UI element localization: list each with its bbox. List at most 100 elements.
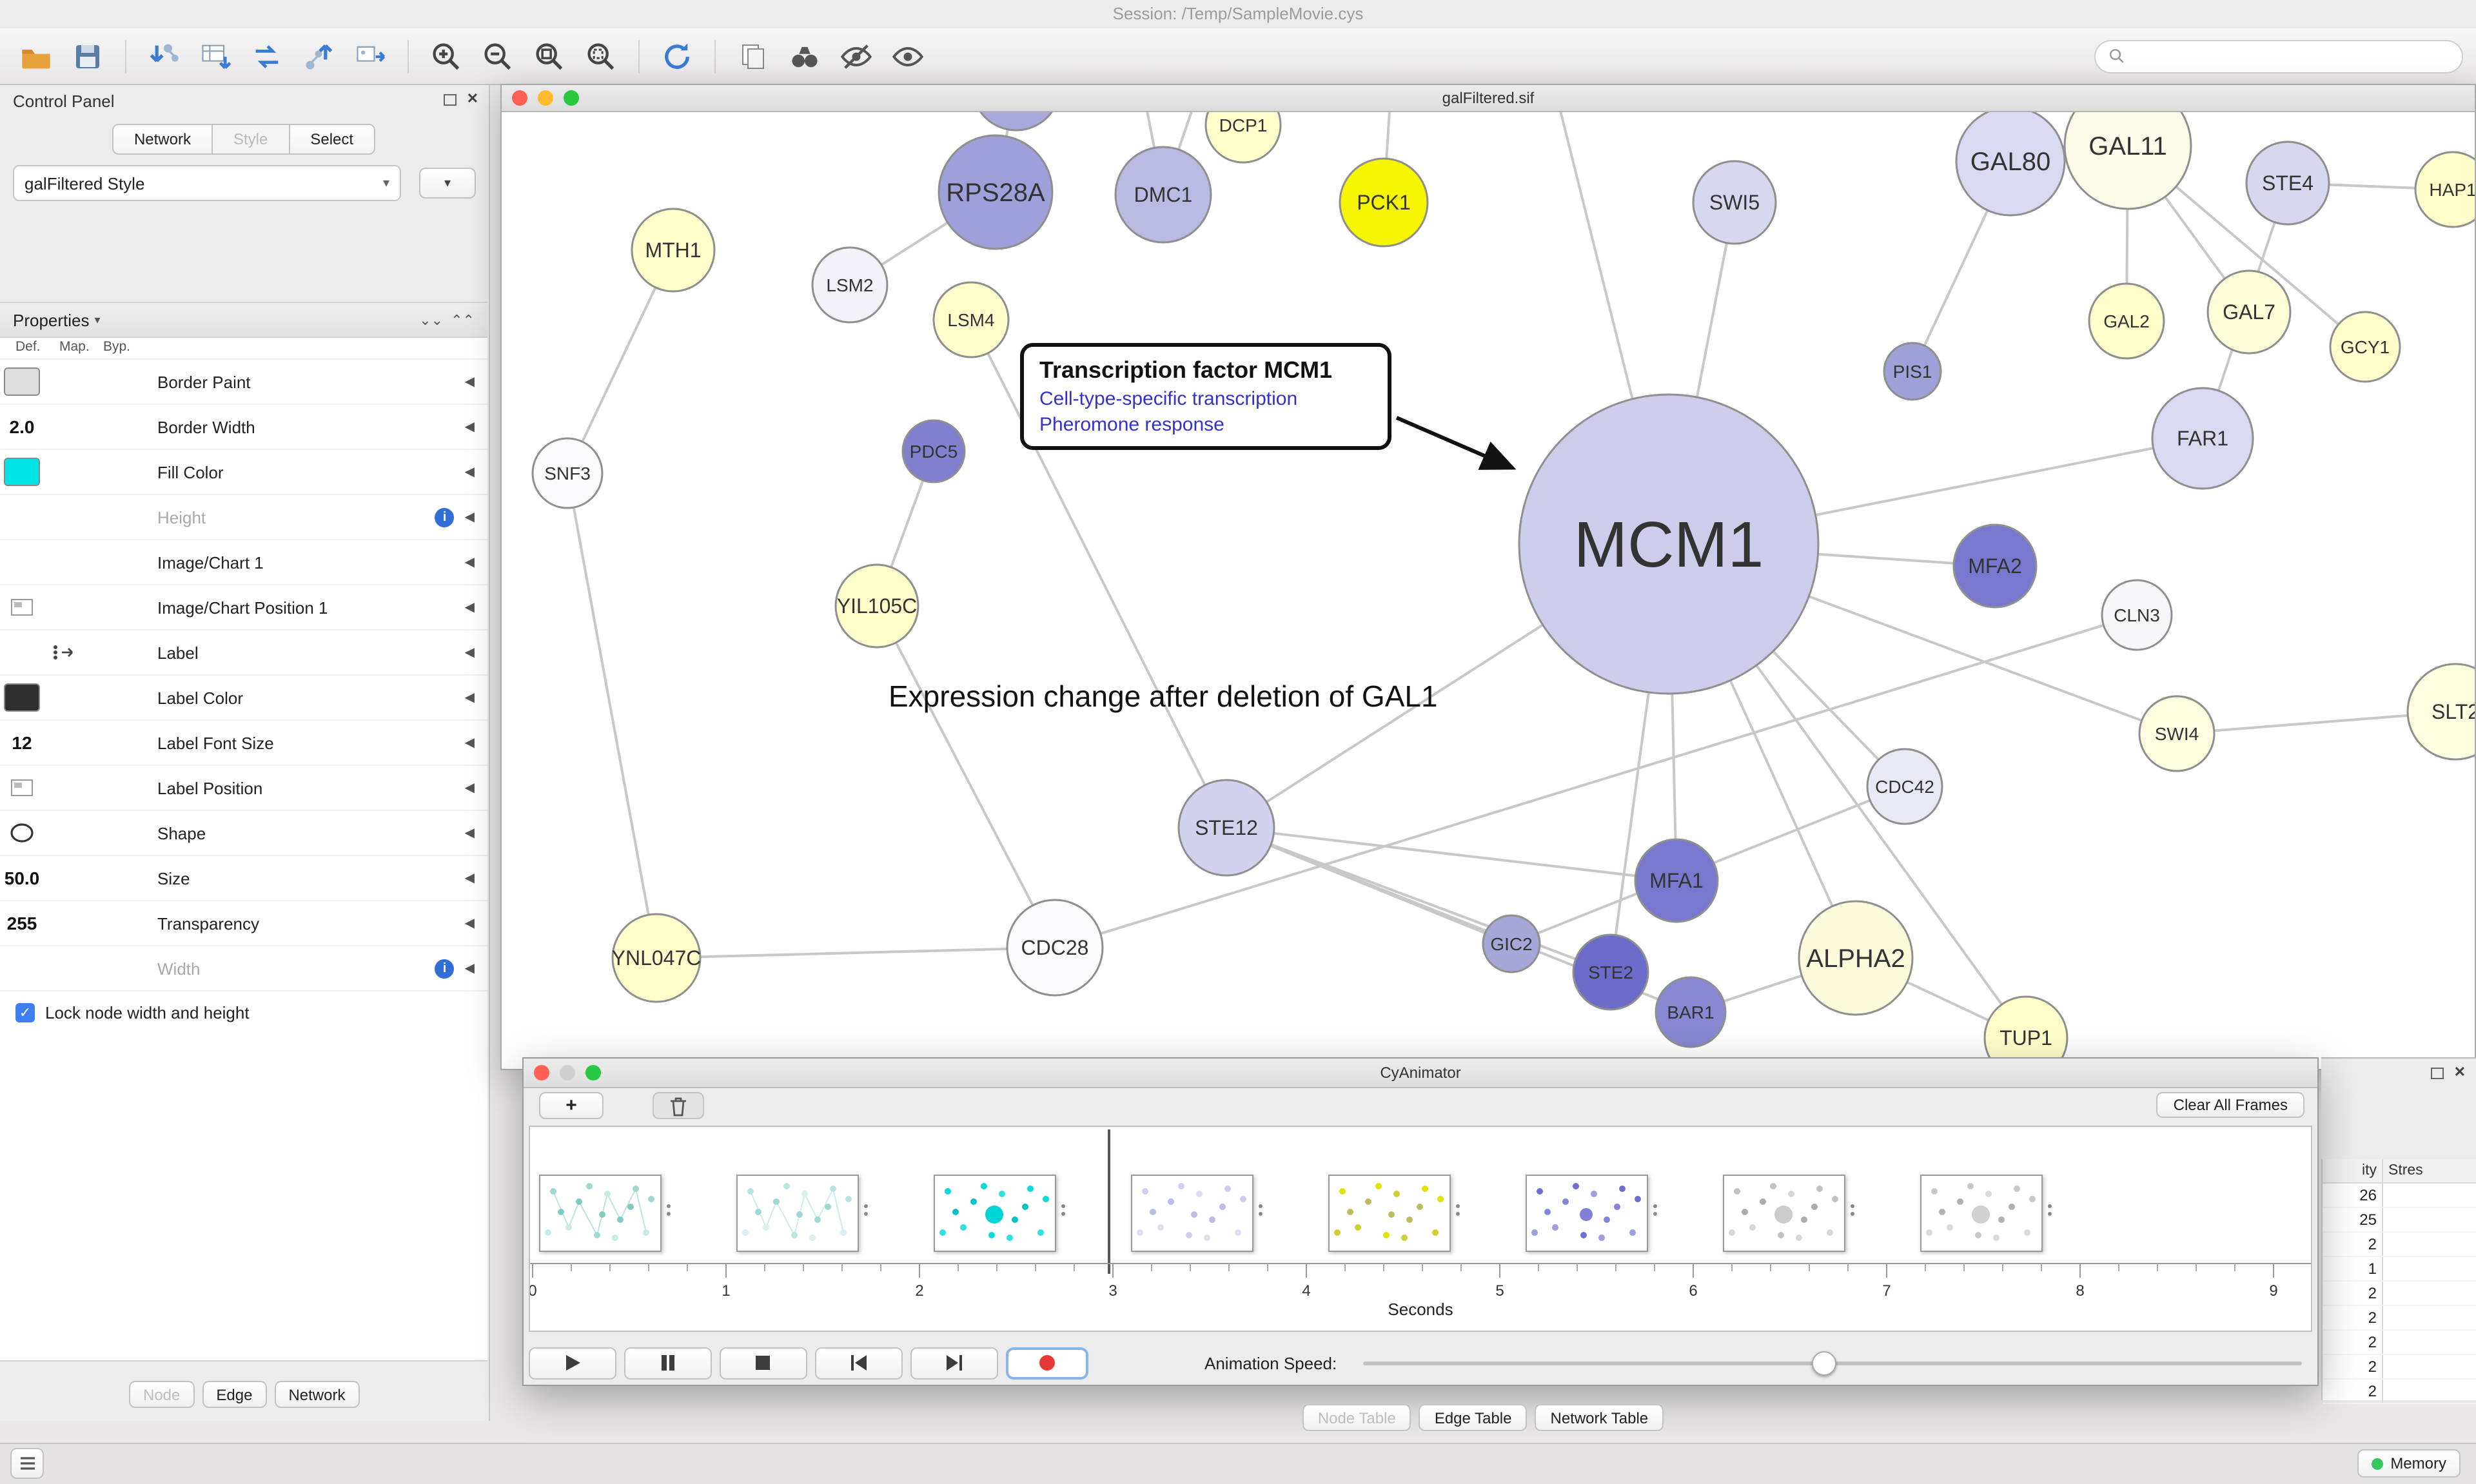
annotation-link[interactable]: Pheromone response xyxy=(1039,414,1224,436)
table-row[interactable]: 26 xyxy=(2323,1184,2476,1208)
hide-selected-icon[interactable] xyxy=(833,35,879,77)
current-style-dropdown[interactable]: galFiltered Style ▾ xyxy=(13,165,401,201)
annotation-link[interactable]: Cell-type-specific transcription xyxy=(1039,388,1298,410)
frame-drag-handle[interactable] xyxy=(1851,1204,1854,1208)
expand-all-icon[interactable]: ⌄⌄ xyxy=(419,313,444,328)
style-options-dropdown[interactable]: ▾ xyxy=(419,168,476,199)
skip-end-button[interactable] xyxy=(910,1347,998,1379)
default-value-cell[interactable] xyxy=(0,823,44,843)
expand-row-icon[interactable]: ◀ xyxy=(464,600,475,614)
node-GAL7[interactable] xyxy=(2206,269,2292,355)
node-BAR1[interactable] xyxy=(1655,976,1727,1048)
column-header[interactable]: ity xyxy=(2362,1163,2377,1178)
frame-thumbnail-4[interactable] xyxy=(1131,1175,1263,1252)
info-icon[interactable]: i xyxy=(435,959,455,978)
lock-size-checkbox[interactable]: ✓ xyxy=(15,1002,35,1022)
playhead[interactable] xyxy=(1108,1129,1110,1274)
node-DMC1[interactable] xyxy=(1114,146,1212,244)
edge-STE12-MFA1[interactable] xyxy=(1226,826,1677,882)
node-STE4[interactable] xyxy=(2245,141,2330,226)
tab-select[interactable]: Select xyxy=(288,124,376,155)
node-ALPHA2[interactable] xyxy=(1798,900,1914,1016)
expand-row-icon[interactable]: ◀ xyxy=(464,555,475,569)
node-SWI4[interactable] xyxy=(2138,695,2216,772)
node-HAP1[interactable] xyxy=(2414,151,2475,228)
color-swatch[interactable] xyxy=(4,683,40,712)
default-value-cell[interactable]: 12 xyxy=(0,732,44,753)
node-GIC2[interactable] xyxy=(1482,914,1541,973)
expand-row-icon[interactable]: ◀ xyxy=(464,465,475,479)
node-FAR1[interactable] xyxy=(2151,387,2254,490)
table-header-row[interactable]: ity Stres xyxy=(2323,1159,2476,1184)
expand-row-icon[interactable]: ◀ xyxy=(464,961,475,975)
edge-YNL047C-CDC28[interactable] xyxy=(656,946,1056,959)
expand-row-icon[interactable]: ◀ xyxy=(464,826,475,840)
node-MFA2[interactable] xyxy=(1952,523,2038,609)
frame-drag-handle[interactable] xyxy=(864,1204,868,1208)
slider-handle[interactable] xyxy=(1811,1351,1836,1375)
command-panel-toggle-button[interactable] xyxy=(10,1448,44,1479)
close-window-icon[interactable] xyxy=(512,90,527,106)
float-panel-icon[interactable] xyxy=(2430,1068,2444,1079)
search-input[interactable] xyxy=(2133,46,2449,66)
expand-row-icon[interactable]: ◀ xyxy=(464,420,475,434)
property-row-label-position[interactable]: Label Position◀ xyxy=(0,766,487,811)
properties-header[interactable]: Properties ▾ ⌄⌄ ⌃⌃ xyxy=(0,303,487,338)
table-tab-network-table[interactable]: Network Table xyxy=(1535,1404,1664,1431)
table-tab-edge-table[interactable]: Edge Table xyxy=(1419,1404,1528,1431)
import-network-icon[interactable] xyxy=(141,35,187,77)
skip-start-button[interactable] xyxy=(815,1347,903,1379)
close-window-icon[interactable] xyxy=(534,1065,549,1080)
property-row-image-chart-position-1[interactable]: Image/Chart Position 1◀ xyxy=(0,585,487,630)
timeline[interactable]: 0123456789 Seconds xyxy=(529,1126,2312,1332)
pause-button[interactable] xyxy=(624,1347,712,1379)
close-panel-icon[interactable]: ✕ xyxy=(466,92,478,107)
open-session-icon[interactable] xyxy=(13,35,59,77)
close-panel-icon[interactable]: ✕ xyxy=(2453,1065,2466,1080)
frame-drag-handle[interactable] xyxy=(2048,1204,2052,1208)
frame-drag-handle[interactable] xyxy=(1456,1204,1460,1208)
record-button[interactable] xyxy=(1006,1347,1088,1379)
edge-CDC28-CLN3[interactable] xyxy=(1054,614,2137,949)
zoom-window-icon[interactable] xyxy=(564,90,579,106)
first-neighbors-icon[interactable] xyxy=(781,35,828,77)
expand-row-icon[interactable]: ◀ xyxy=(464,510,475,524)
node-GAL2[interactable] xyxy=(2088,282,2165,360)
memory-button[interactable]: Memory xyxy=(2357,1449,2461,1478)
node-SNF3[interactable] xyxy=(531,437,604,509)
frame-thumbnail-1[interactable] xyxy=(539,1175,671,1252)
property-row-shape[interactable]: Shape◀ xyxy=(0,811,487,856)
zoom-selected-icon[interactable] xyxy=(578,35,624,77)
frame-thumbnail-6[interactable] xyxy=(1526,1175,1657,1252)
table-row[interactable]: 2 xyxy=(2323,1380,2476,1404)
default-value-cell[interactable] xyxy=(0,779,44,797)
table-row[interactable]: 2 xyxy=(2323,1355,2476,1380)
table-row[interactable]: 2 xyxy=(2323,1282,2476,1306)
style-target-tab-edge[interactable]: Edge xyxy=(202,1381,267,1408)
frame-thumbnail-8[interactable] xyxy=(1920,1175,2052,1252)
frame-thumbnail-5[interactable] xyxy=(1328,1175,1460,1252)
expand-row-icon[interactable]: ◀ xyxy=(464,871,475,885)
node-RPS28A[interactable] xyxy=(938,134,1054,250)
property-row-label-color[interactable]: Label Color◀ xyxy=(0,676,487,721)
play-button[interactable] xyxy=(529,1347,616,1379)
minimize-window-icon[interactable] xyxy=(538,90,553,106)
show-all-icon[interactable] xyxy=(885,35,931,77)
node-MFA1[interactable] xyxy=(1634,838,1719,923)
animation-speed-slider[interactable] xyxy=(1362,1347,2302,1379)
node-DCP1[interactable] xyxy=(1204,112,1282,164)
column-divider[interactable] xyxy=(2382,1159,2383,1182)
frame-drag-handle[interactable] xyxy=(1653,1204,1657,1208)
save-session-icon[interactable] xyxy=(64,35,111,77)
color-swatch[interactable] xyxy=(4,458,40,486)
style-target-tab-node[interactable]: Node xyxy=(129,1381,195,1408)
node-SLT2[interactable] xyxy=(2406,663,2475,761)
default-value-cell[interactable] xyxy=(0,367,44,396)
mapping-cell[interactable] xyxy=(44,643,88,661)
table-tab-node-table[interactable]: Node Table xyxy=(1302,1404,1411,1431)
tab-style[interactable]: Style xyxy=(211,124,290,155)
default-value-cell[interactable] xyxy=(0,458,44,486)
